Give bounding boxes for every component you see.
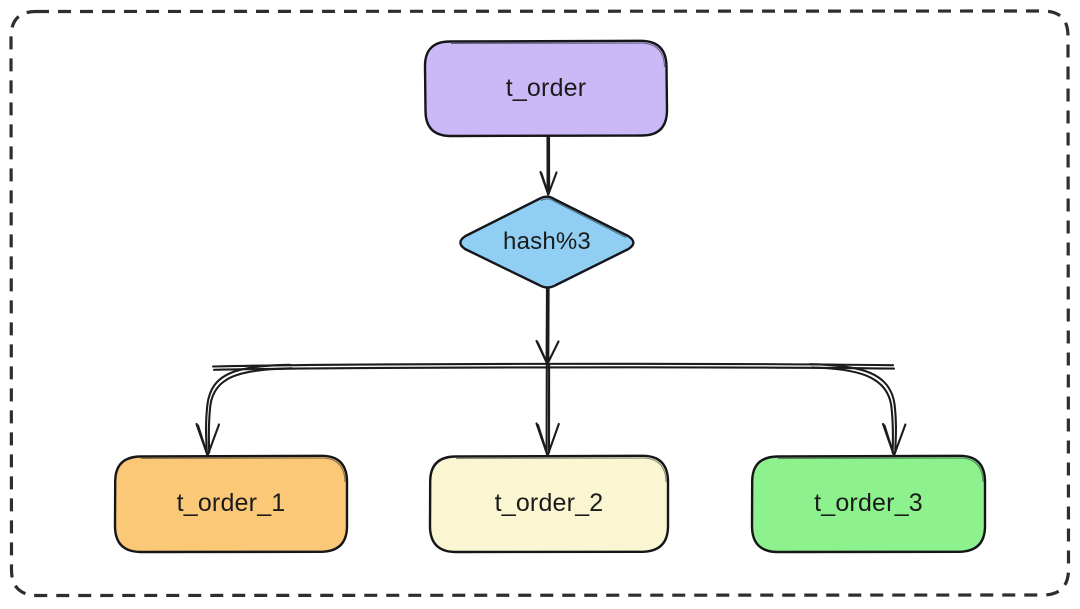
edge-hash3-trunk (535, 286, 560, 366)
edge-layer (195, 135, 907, 457)
node-t_order_1[interactable] (113, 454, 349, 554)
edge-hash3-to-t_order_1 (195, 363, 294, 457)
node-layer (113, 39, 987, 554)
edge-hash3-to-t_order_3 (808, 363, 907, 457)
edge-t_order-to-hash3 (539, 135, 558, 196)
node-t_order_2[interactable] (428, 454, 670, 554)
edge-branch-bar (211, 362, 896, 371)
node-t_order_3[interactable] (750, 454, 987, 554)
edge-hash3-to-t_order_2 (535, 362, 560, 457)
node-t_order[interactable] (423, 39, 669, 138)
node-hash3[interactable] (459, 195, 635, 289)
